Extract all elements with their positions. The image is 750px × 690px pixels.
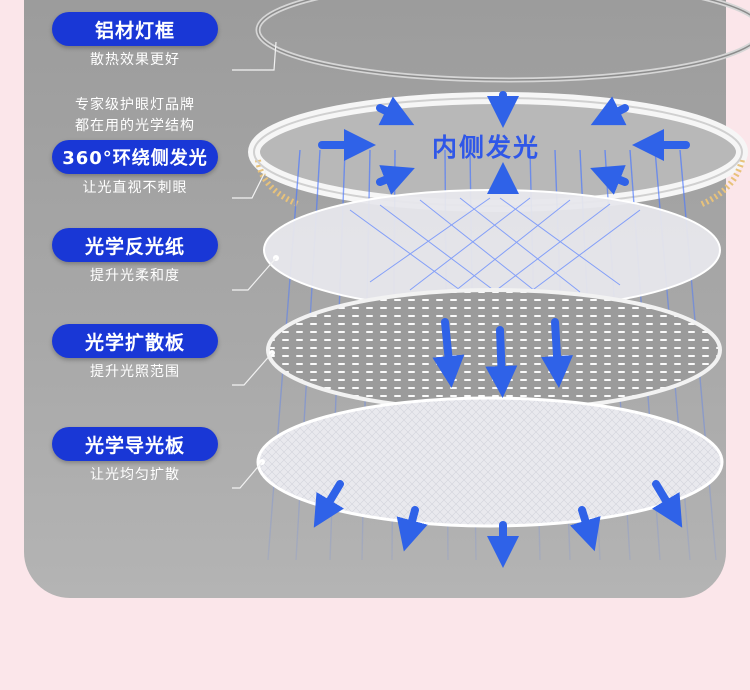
layer-title-side-light: 360°环绕侧发光 (52, 140, 218, 174)
layer-subtitle-guide: 让光均匀扩散 (90, 467, 180, 483)
arrow-down-icon (485, 326, 518, 398)
layer-subtitle-frame: 散热效果更好 (90, 52, 180, 68)
led-strip-icon (255, 159, 302, 208)
arrow-down-icon (432, 318, 465, 388)
light-guide-plate (256, 396, 724, 528)
arrow-down-icon (541, 318, 574, 388)
layer-subtitle-reflector: 提升光柔和度 (90, 268, 180, 284)
leader-lines (232, 41, 277, 489)
layer-subtitle-diffuser: 提升光照范围 (90, 364, 180, 380)
arrow-down-icon (376, 96, 415, 126)
arrow-group (313, 91, 690, 568)
layer-subtitle-side-light: 让光直视不刺眼 (82, 180, 188, 196)
aluminum-frame-ring (255, 0, 750, 83)
brand-note-line1: 专家级护眼灯品牌 (75, 97, 195, 113)
diffuser-plate (266, 288, 722, 412)
arrow-down-icon (590, 96, 629, 126)
layer-title-guide: 光学导光板 (52, 427, 218, 461)
brand-note-line2: 都在用的光学结构 (75, 118, 195, 134)
layer-title-frame: 铝材灯框 (52, 12, 218, 46)
layer-title-reflector: 光学反光纸 (52, 228, 218, 262)
reflective-paper-disc (263, 189, 721, 311)
layer-title-diffuser: 光学扩散板 (52, 324, 218, 358)
inner-light-label: 内侧发光 (432, 133, 541, 162)
